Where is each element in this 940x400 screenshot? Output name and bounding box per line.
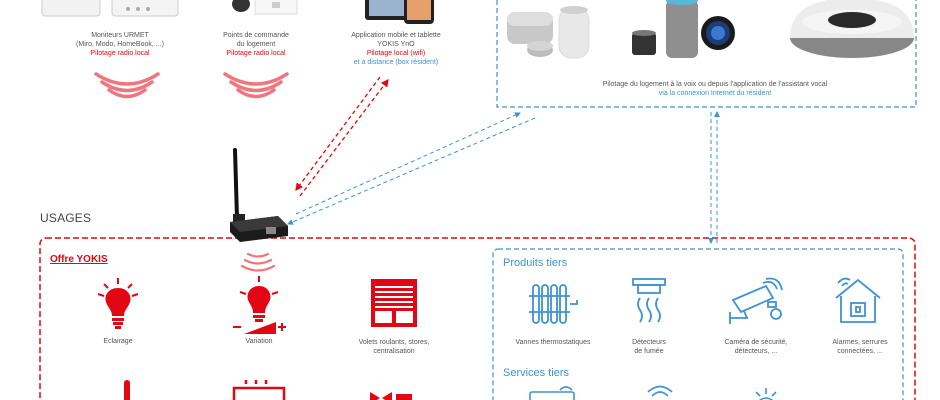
offre-yokis-title: Offre YOKIS <box>50 254 108 265</box>
security-camera-icon <box>729 277 783 324</box>
variation-label: Variation <box>245 338 273 345</box>
urmet-monitor-devices <box>41 0 179 17</box>
points-subtitle: du logement <box>236 41 276 48</box>
mobile-app-devices <box>365 0 434 24</box>
voice-frame <box>496 0 917 108</box>
camera-label-line2: détecteurs, ... <box>734 348 778 355</box>
box-to-app-arrow <box>299 78 389 197</box>
central-box-device <box>230 148 288 242</box>
urmet-title: Moniteurs URMET <box>91 32 149 39</box>
radiator-icon <box>529 284 578 324</box>
thermometer-icon <box>124 380 130 400</box>
volets-label: Volets roulants, stores, centralisation <box>349 338 439 356</box>
voice-line1: Pilotage du logement à la voix ou depuis… <box>602 81 828 88</box>
smoke-detector-icon <box>632 278 666 323</box>
services-light-icon <box>755 388 777 400</box>
detecteurs-label-line2: de fumée <box>634 348 664 355</box>
valve-icon <box>370 392 412 400</box>
dimmer-bulb-icon <box>233 276 286 334</box>
alarmes-label-line1: Alarmes, serrures <box>832 339 888 346</box>
services-tiers-title: Services tiers <box>503 367 570 379</box>
app-subtitle: YOKIS YnO <box>377 41 415 48</box>
points-title: Points de commande <box>223 32 289 39</box>
urmet-subtitle: (Miro, Modo, HomeBook, ...) <box>76 41 164 48</box>
services-router-icon <box>529 386 575 400</box>
usages-heading: USAGES <box>40 211 92 225</box>
third-party-frame <box>492 248 904 400</box>
vannes-label-line1: Vannes thermostatiques <box>515 339 591 346</box>
services-wifi-icon <box>647 385 673 397</box>
points-radio-waves <box>223 72 289 99</box>
usages-frame <box>39 237 916 400</box>
volets-label-line2: centralisation <box>373 348 415 355</box>
voice-caption: Pilotage du logement à la voix ou depuis… <box>520 80 910 98</box>
camera-label-line1: Caméra de sécurité, <box>724 339 788 346</box>
smart-home-icon <box>835 277 881 323</box>
app-remote: et à distance (box résident) <box>353 59 439 66</box>
alarmes-label: Alarmes, serrures connectées, ... <box>815 338 905 356</box>
app-title: Application mobile et tablette <box>351 32 441 39</box>
detecteurs-label: Détecteurs de fumée <box>604 338 694 356</box>
detecteurs-label-line1: Détecteurs <box>632 339 666 346</box>
points-caption: Points de commande du logement Pilotage … <box>196 31 316 58</box>
heater-icon <box>232 380 286 400</box>
app-mode: Pilotage local (wifi) <box>366 50 426 57</box>
points-mode: Pilotage radio local <box>226 50 286 57</box>
wall-switch-device <box>232 0 298 15</box>
vannes-label: Vannes thermostatiques <box>508 338 598 347</box>
bulb-icon <box>97 278 139 329</box>
volets-label-line1: Volets roulants, stores, <box>358 339 430 346</box>
eclairage-label: Eclairage <box>103 338 133 345</box>
urmet-mode: Pilotage radio local <box>90 50 150 57</box>
box-to-voice-arrow <box>295 112 521 215</box>
urmet-caption: Moniteurs URMET (Miro, Modo, HomeBook, .… <box>60 31 180 58</box>
shutter-icon <box>371 279 417 327</box>
produits-tiers-title: Produits tiers <box>503 257 568 269</box>
urmet-radio-waves <box>94 72 160 99</box>
app-to-box-arrow <box>295 76 381 192</box>
voice-assistant-devices <box>507 0 914 59</box>
box-radio-waves <box>240 252 276 272</box>
voice-to-box-arrow <box>287 117 536 225</box>
app-caption: Application mobile et tablette YOKIS YnO… <box>330 31 462 67</box>
alarmes-label-line2: connectées, ... <box>837 348 883 355</box>
camera-label: Caméra de sécurité, détecteurs, ... <box>711 338 801 356</box>
voice-line2: via la connexion Internet du résident <box>658 90 772 97</box>
